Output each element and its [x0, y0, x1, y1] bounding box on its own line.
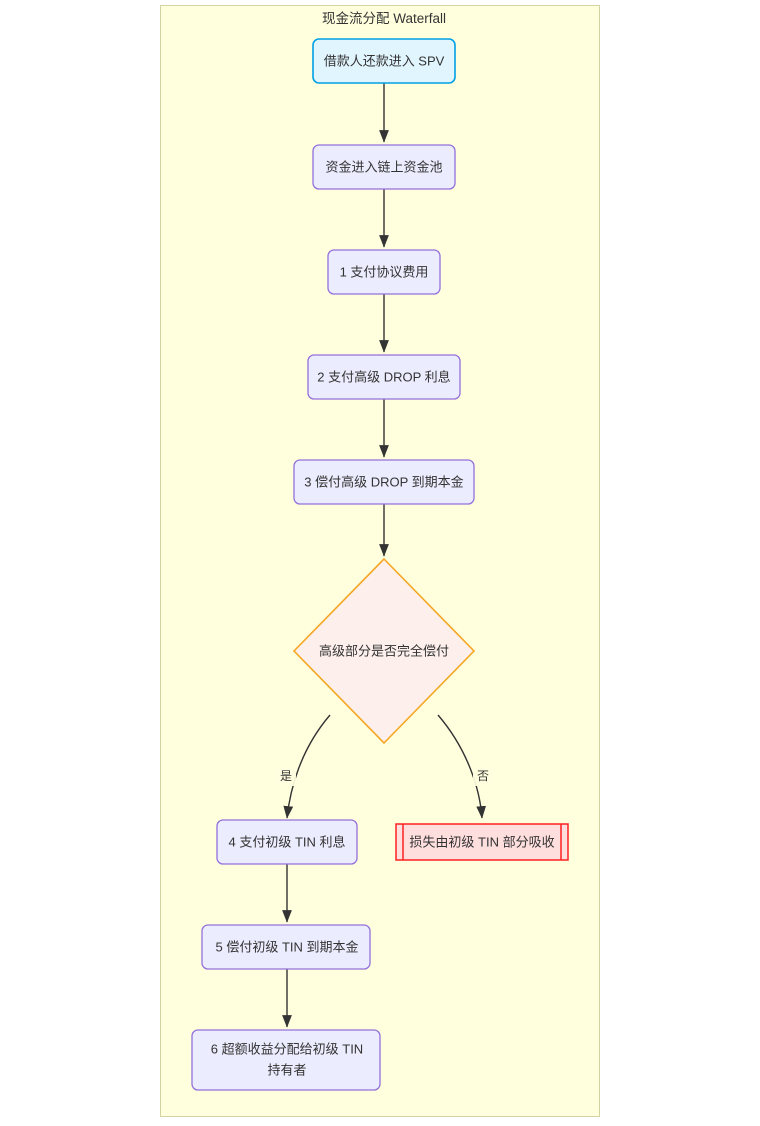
node-loss-absorbed-by-junior-tin[interactable]: 损失由初级 TIN 部分吸收: [395, 823, 569, 861]
edge-label-no: 否: [473, 767, 493, 786]
node-shape-rounded-rect[interactable]: [312, 38, 456, 84]
edge-group: [282, 83, 487, 1028]
node-shape-rounded-rect[interactable]: [327, 249, 441, 295]
node-shape-rounded-rect[interactable]: [191, 1029, 381, 1091]
edge-label-background: [473, 767, 493, 786]
node-label: 4 支付初级 TIN 利息: [228, 834, 345, 849]
node-decision-senior-fully-repaid[interactable]: 高级部分是否完全偿付: [292, 557, 476, 745]
node-label: 高级部分是否完全偿付: [319, 643, 449, 658]
node-label-line-1: 6 超额收益分配给初级 TIN: [211, 1041, 363, 1056]
node-label: 资金进入链上资金池: [325, 159, 442, 174]
node-repay-senior-drop-principal[interactable]: 3 偿付高级 DROP 到期本金: [293, 459, 475, 505]
node-shape-subroutine[interactable]: [395, 823, 569, 861]
node-label: 2 支付高级 DROP 利息: [317, 369, 450, 384]
node-label: 借款人还款进入 SPV: [324, 53, 445, 68]
node-label-line-2: 持有者: [267, 1062, 306, 1077]
node-pay-protocol-fee[interactable]: 1 支付协议费用: [327, 249, 441, 295]
node-repay-junior-tin-principal[interactable]: 5 偿付初级 TIN 到期本金: [201, 924, 371, 970]
edge-label-background: [276, 767, 296, 786]
node-label: 3 偿付高级 DROP 到期本金: [304, 474, 463, 489]
node-shape-rounded-rect[interactable]: [307, 354, 461, 400]
node-borrower-repay-spv[interactable]: 借款人还款进入 SPV: [312, 38, 456, 84]
page-title: 现金流分配 Waterfall: [322, 11, 446, 26]
node-shape-rounded-rect[interactable]: [293, 459, 475, 505]
node-shape-diamond[interactable]: [292, 557, 476, 745]
edge-label-yes: 是: [276, 767, 296, 786]
node-shape-rounded-rect[interactable]: [216, 819, 358, 865]
edge-n5-n6-yes: [283, 714, 331, 819]
node-label: 5 偿付初级 TIN 到期本金: [215, 939, 358, 954]
node-label: 1 支付协议费用: [340, 264, 429, 279]
edge-n5-n7-no: [437, 714, 487, 819]
edge-label-text: 是: [280, 769, 292, 783]
node-funds-into-onchain-pool[interactable]: 资金进入链上资金池: [312, 144, 456, 190]
node-shape-rounded-rect[interactable]: [201, 924, 371, 970]
node-label: 损失由初级 TIN 部分吸收: [409, 834, 554, 849]
edge-label-text: 否: [477, 769, 489, 783]
node-shape-rounded-rect[interactable]: [312, 144, 456, 190]
node-pay-junior-tin-interest[interactable]: 4 支付初级 TIN 利息: [216, 819, 358, 865]
node-pay-senior-drop-interest[interactable]: 2 支付高级 DROP 利息: [307, 354, 461, 400]
node-excess-yield-to-junior-tin-holders[interactable]: 6 超额收益分配给初级 TIN 持有者: [191, 1029, 381, 1091]
